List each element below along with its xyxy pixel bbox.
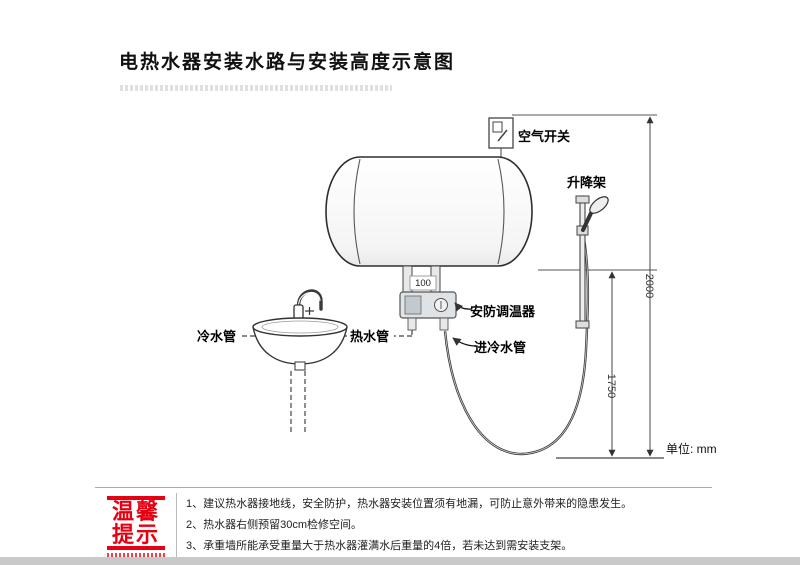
tank-right-seam (497, 158, 505, 265)
unit-label: 单位: mm (666, 441, 717, 456)
warm-tips-bottom-bar (107, 546, 165, 550)
lift-bracket-bottom-mount (575, 320, 590, 329)
warm-tips-fineprint (107, 553, 165, 557)
page-title: 电热水器安装水路与安装高度示意图 (119, 52, 456, 73)
warm-tips-title-line1: 温馨 (111, 499, 160, 524)
thermostat-pointer-arrow (454, 302, 473, 312)
lift-bracket-label: 升降架 (567, 175, 606, 190)
thermostat-valve (399, 291, 457, 331)
cold-inlet-pipe-label: 进冷水管 (474, 340, 526, 355)
pipe-spacing-label: 100 (415, 278, 431, 289)
hand-shower-head (589, 196, 609, 214)
air-switch-window (492, 121, 503, 133)
thermostat-panel (404, 295, 422, 315)
pipe-spacing-box (409, 275, 437, 291)
tip-item-3: 3、承重墙所能承受重量大于热水器灌满水后重量的4倍，若未达到需安装支架。 (186, 540, 573, 552)
water-heater-tank (325, 156, 533, 267)
lift-bracket-top-mount (575, 195, 590, 204)
tip-item-1: 1、建议热水器接地线，安全防护，热水器安装位置须有地漏，可防止意外带来的隐患发生… (186, 498, 633, 510)
thermostat-out-right (439, 317, 449, 331)
hand-shower-handle (581, 209, 594, 232)
fineprint-text-blur (120, 85, 392, 91)
thermostat-out-left (407, 317, 417, 331)
tips-list: 1、建议热水器接地线，安全防护，热水器安装位置须有地漏，可防止意外带来的隐患发生… (186, 494, 713, 557)
dimension-1750-label: 1750 (605, 374, 617, 398)
tips-separator-line (95, 487, 712, 488)
sink-drain (294, 361, 306, 371)
sink-basin (252, 289, 348, 371)
installation-diagram: 2000 1750 单位: mm 空气开关 100 (197, 114, 717, 459)
hot-water-pipe-label: 热水管 (350, 329, 389, 344)
air-switch-label: 空气开关 (518, 129, 570, 144)
tips-vertical-divider (176, 493, 177, 557)
sink-inner-rim (261, 320, 339, 334)
thermostat-label: 安防调温器 (470, 304, 536, 319)
warm-tips-top-bar (107, 496, 165, 500)
faucet-highlight (297, 292, 321, 307)
dimension-lines (512, 114, 664, 459)
bottom-gray-band (0, 557, 800, 565)
tank-body (325, 156, 533, 267)
warm-tips-title-line2: 提示 (111, 522, 160, 547)
lift-bracket-rail (579, 195, 586, 329)
shower-hose-highlight (444, 232, 589, 455)
warm-tips-box: 温馨 提示 (107, 496, 165, 557)
dimension-2000-label: 2000 (643, 274, 655, 298)
tip-item-2: 2、热水器右侧预留30cm检修空间。 (186, 519, 363, 531)
tank-pipes: 100 (402, 265, 441, 293)
tank-left-seam (353, 158, 361, 265)
air-switch-icon (488, 117, 514, 157)
air-switch-lever (497, 129, 508, 142)
lift-bracket-shower (575, 195, 609, 329)
cold-water-pipe-label: 冷水管 (197, 329, 236, 344)
cold-inlet-pointer-arrow (452, 337, 477, 347)
